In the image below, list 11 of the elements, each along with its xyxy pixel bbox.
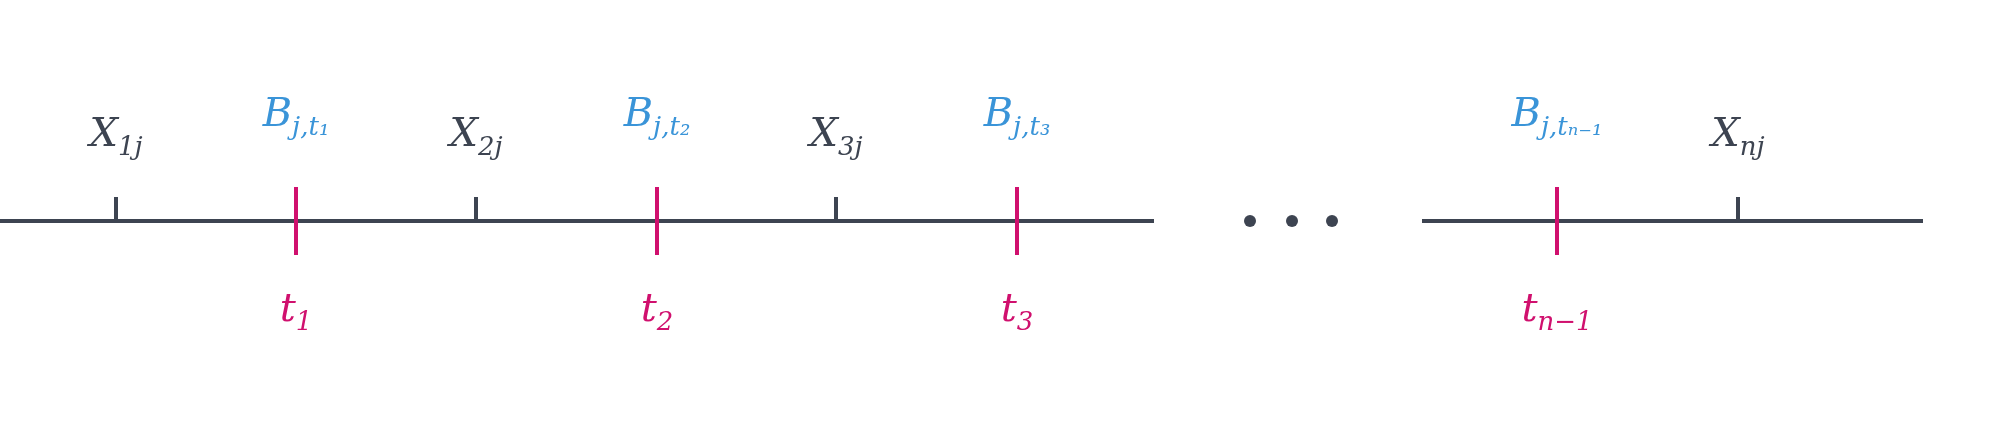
- time-label: t$_{n−1}$: [1521, 285, 1593, 336]
- b-label: B$_{j,t₂}$: [623, 90, 691, 141]
- b-label: B$_{j,t₁}$: [262, 90, 330, 141]
- time-label: t$_{1}$: [279, 285, 313, 336]
- x-label: X$_{3j}$: [809, 110, 863, 161]
- x-label: X$_{1j}$: [89, 110, 143, 161]
- time-label: t$_{2}$: [640, 285, 674, 336]
- b-label: B$_{j,tₙ₋₁}$: [1511, 90, 1603, 141]
- b-label: B$_{j,t₃}$: [983, 90, 1051, 141]
- x-label: X$_{2j}$: [449, 110, 503, 161]
- time-label: t$_{3}$: [1000, 285, 1034, 336]
